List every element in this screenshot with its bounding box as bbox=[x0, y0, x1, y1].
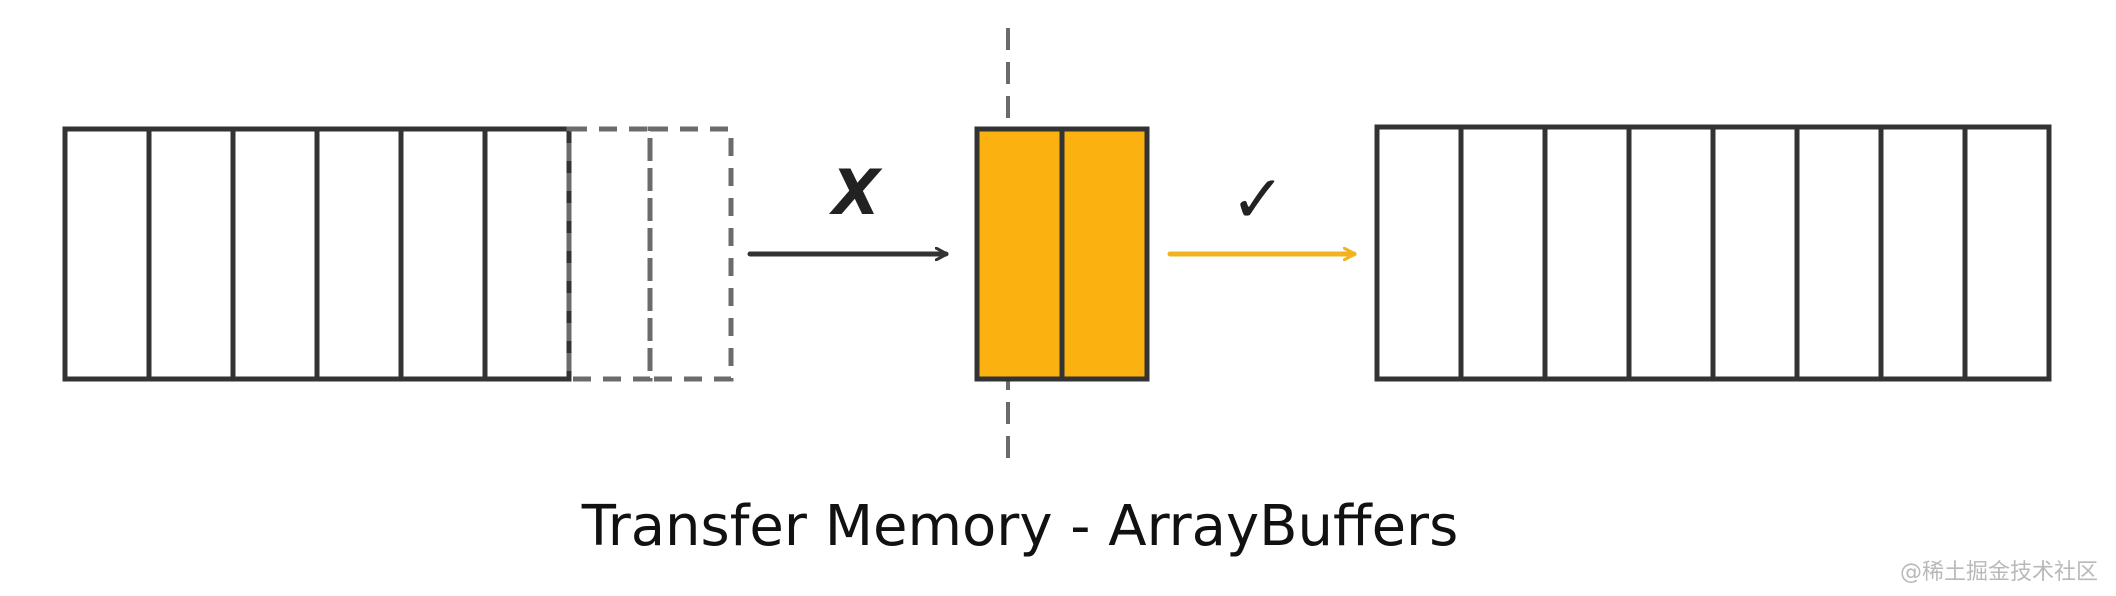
array-cell bbox=[398, 126, 488, 382]
array-cell-dashed bbox=[647, 126, 734, 382]
array-cell bbox=[1374, 124, 1464, 382]
buffer-cell bbox=[974, 126, 1065, 382]
cross-mark: X bbox=[828, 156, 883, 229]
diagram-caption: Transfer Memory - ArrayBuffers bbox=[581, 494, 1459, 559]
array-cell bbox=[1542, 124, 1632, 382]
source-array bbox=[62, 126, 572, 382]
array-cell bbox=[314, 126, 404, 382]
array-cell bbox=[62, 126, 152, 382]
transferred-buffer bbox=[974, 126, 1150, 382]
array-cell bbox=[1710, 124, 1800, 382]
source-array-dashed-extension bbox=[566, 126, 734, 382]
buffer-cell bbox=[1059, 126, 1150, 382]
array-cell bbox=[1626, 124, 1716, 382]
array-cell bbox=[1962, 124, 2052, 382]
array-cell bbox=[482, 126, 572, 382]
array-cell-dashed bbox=[566, 126, 653, 382]
array-cell bbox=[1878, 124, 1968, 382]
array-cell bbox=[1794, 124, 1884, 382]
destination-array bbox=[1374, 124, 2052, 382]
array-cell bbox=[230, 126, 320, 382]
array-cell bbox=[1458, 124, 1548, 382]
array-cell bbox=[146, 126, 236, 382]
watermark: @稀土掘金技术社区 bbox=[1899, 560, 2098, 585]
check-mark: ✓ bbox=[1230, 161, 1285, 238]
